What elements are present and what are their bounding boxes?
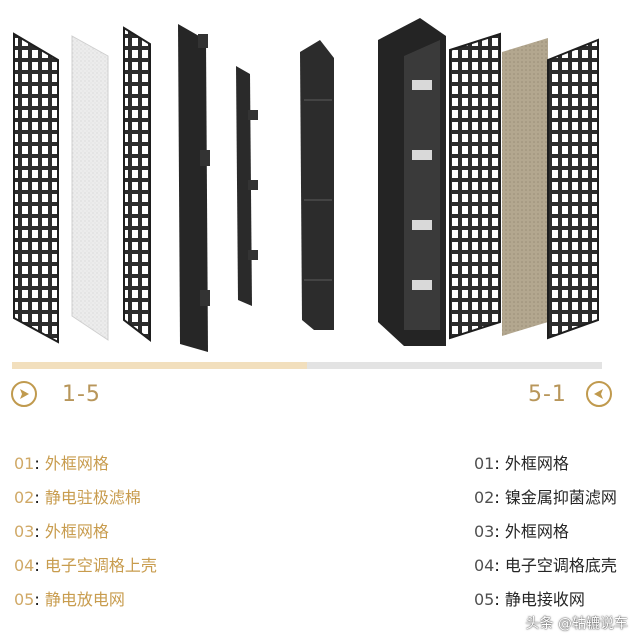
panel-outer-grid-left bbox=[13, 32, 59, 344]
item-number: 01 bbox=[474, 454, 495, 473]
item-separator: : bbox=[34, 590, 40, 609]
list-item: 03: 外框网格 bbox=[14, 520, 157, 554]
layer-list-back: 01: 外框网格 02: 镍金属抑菌滤网 03: 外框网格 04: 电子空调格底… bbox=[474, 452, 617, 622]
list-item: 01: 外框网格 bbox=[14, 452, 157, 486]
chevron-right-icon bbox=[20, 389, 29, 399]
item-separator: : bbox=[494, 488, 500, 507]
panel-discharge-net bbox=[236, 66, 258, 306]
item-label: 外框网格 bbox=[504, 454, 569, 473]
item-label: 电子空调格上壳 bbox=[44, 556, 157, 575]
watermark: 头条 @轱辘说车 bbox=[525, 616, 628, 632]
panel-outer-grid-right-2 bbox=[547, 38, 599, 340]
item-number: 03 bbox=[474, 522, 495, 541]
item-label: 静电放电网 bbox=[44, 590, 125, 609]
panel-bottom-shell bbox=[378, 18, 446, 346]
item-label: 电子空调格底壳 bbox=[504, 556, 617, 575]
nav-next-button[interactable] bbox=[11, 381, 37, 407]
item-separator: : bbox=[34, 488, 40, 507]
panel-electrostatic-felt bbox=[71, 35, 109, 341]
layer-list-front: 01: 外框网格 02: 静电驻极滤棉 03: 外框网格 04: 电子空调格上壳… bbox=[14, 452, 157, 622]
nav-prev-button[interactable] bbox=[586, 381, 612, 407]
item-number: 01 bbox=[14, 454, 35, 473]
list-item: 05: 静电接收网 bbox=[474, 588, 617, 622]
panel-outer-grid-2 bbox=[123, 26, 151, 343]
item-separator: : bbox=[34, 454, 40, 473]
range-label-right: 5-1 bbox=[528, 382, 567, 407]
item-number: 02 bbox=[14, 488, 35, 507]
progress-fill bbox=[12, 362, 307, 369]
item-number: 04 bbox=[474, 556, 495, 575]
progress-track[interactable] bbox=[12, 362, 602, 369]
chevron-left-icon bbox=[594, 389, 603, 399]
list-item: 02: 镍金属抑菌滤网 bbox=[474, 486, 617, 520]
panel-outer-grid-right-1 bbox=[449, 32, 501, 340]
item-separator: : bbox=[34, 556, 40, 575]
panel-nickel-mesh bbox=[502, 38, 548, 336]
item-label: 外框网格 bbox=[44, 454, 109, 473]
item-number: 03 bbox=[14, 522, 35, 541]
item-label: 镍金属抑菌滤网 bbox=[504, 488, 617, 507]
list-item: 04: 电子空调格底壳 bbox=[474, 554, 617, 588]
list-item: 03: 外框网格 bbox=[474, 520, 617, 554]
panel-upper-shell bbox=[178, 24, 210, 352]
list-item: 05: 静电放电网 bbox=[14, 588, 157, 622]
list-item: 04: 电子空调格上壳 bbox=[14, 554, 157, 588]
item-number: 05 bbox=[14, 590, 35, 609]
item-number: 04 bbox=[14, 556, 35, 575]
item-label: 静电驻极滤棉 bbox=[44, 488, 141, 507]
range-label-left: 1-5 bbox=[62, 382, 101, 407]
item-separator: : bbox=[494, 454, 500, 473]
list-item: 01: 外框网格 bbox=[474, 452, 617, 486]
item-separator: : bbox=[494, 556, 500, 575]
item-label: 静电接收网 bbox=[504, 590, 585, 609]
panel-receiver-net bbox=[300, 40, 334, 330]
item-label: 外框网格 bbox=[44, 522, 109, 541]
item-separator: : bbox=[494, 522, 500, 541]
item-number: 02 bbox=[474, 488, 495, 507]
item-separator: : bbox=[494, 590, 500, 609]
item-label: 外框网格 bbox=[504, 522, 569, 541]
exploded-filter-illustration bbox=[13, 18, 599, 352]
item-separator: : bbox=[34, 522, 40, 541]
list-item: 02: 静电驻极滤棉 bbox=[14, 486, 157, 520]
item-number: 05 bbox=[474, 590, 495, 609]
